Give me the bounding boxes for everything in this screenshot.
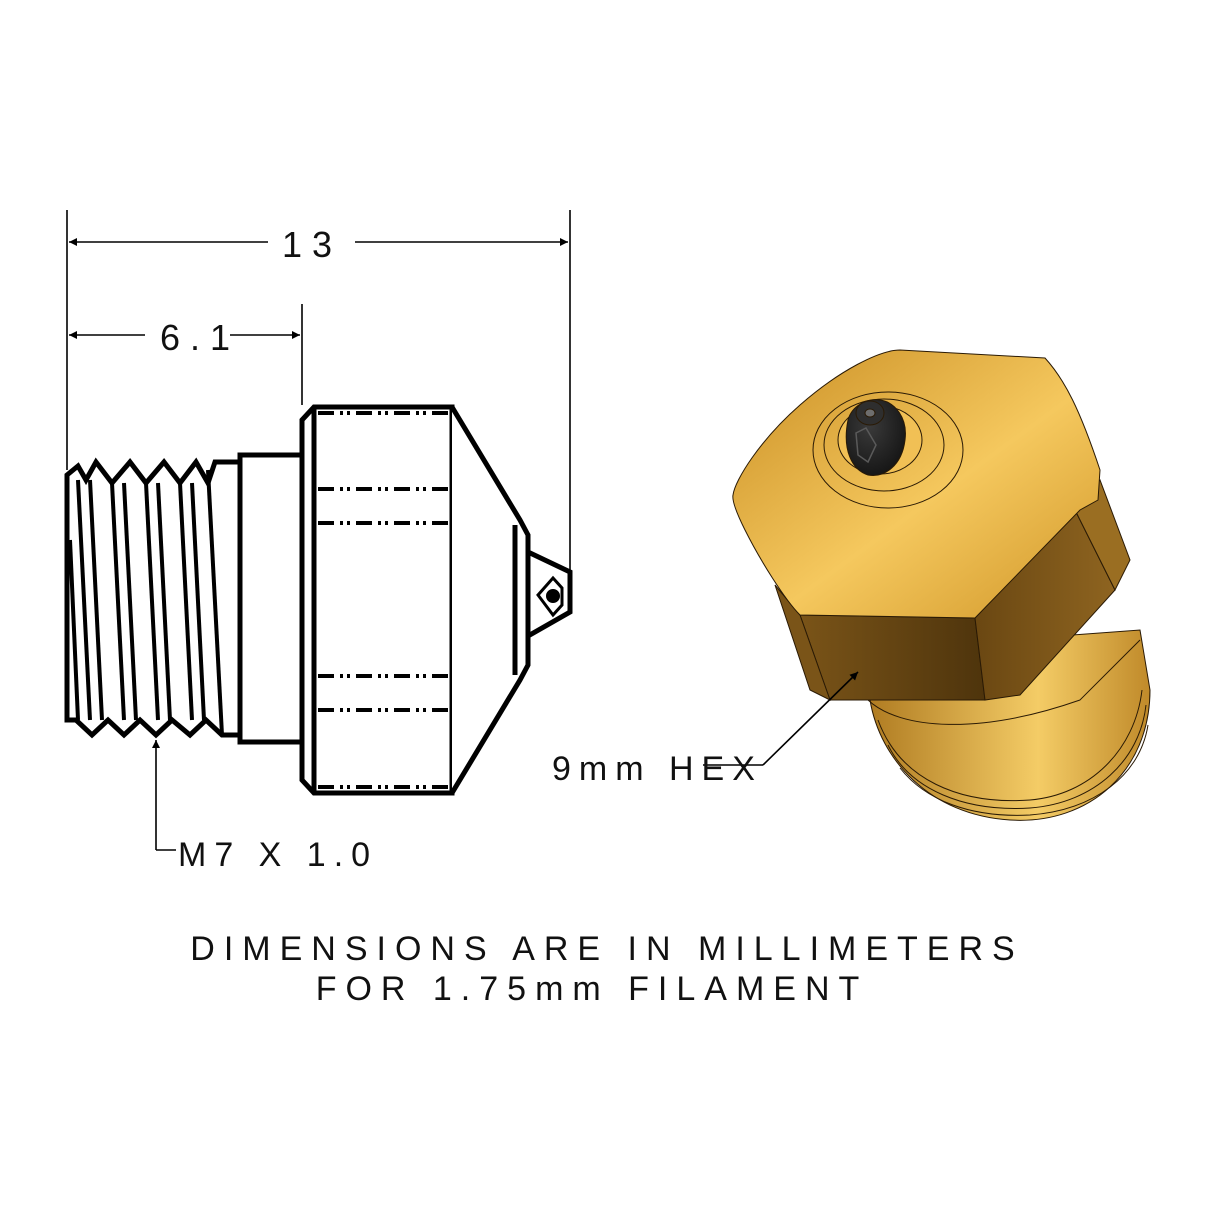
overall-length-dimension: 13 [282, 224, 342, 265]
units-note: DIMENSIONS ARE IN MILLIMETERS [190, 930, 1023, 968]
nozzle-3d-render [732, 349, 1151, 821]
dimension-lines [66, 210, 571, 572]
thread-length-dimension: 6.1 [160, 317, 240, 358]
hex-callout-leader [703, 671, 859, 766]
thread-callout-leader [152, 740, 176, 851]
hex-callout: 9mm HEX [552, 750, 763, 788]
side-view [64, 404, 573, 796]
thread-callout: M7 X 1.0 [178, 836, 378, 874]
hex-edge-lines [318, 411, 450, 789]
filament-note: FOR 1.75mm FILAMENT [316, 970, 869, 1008]
